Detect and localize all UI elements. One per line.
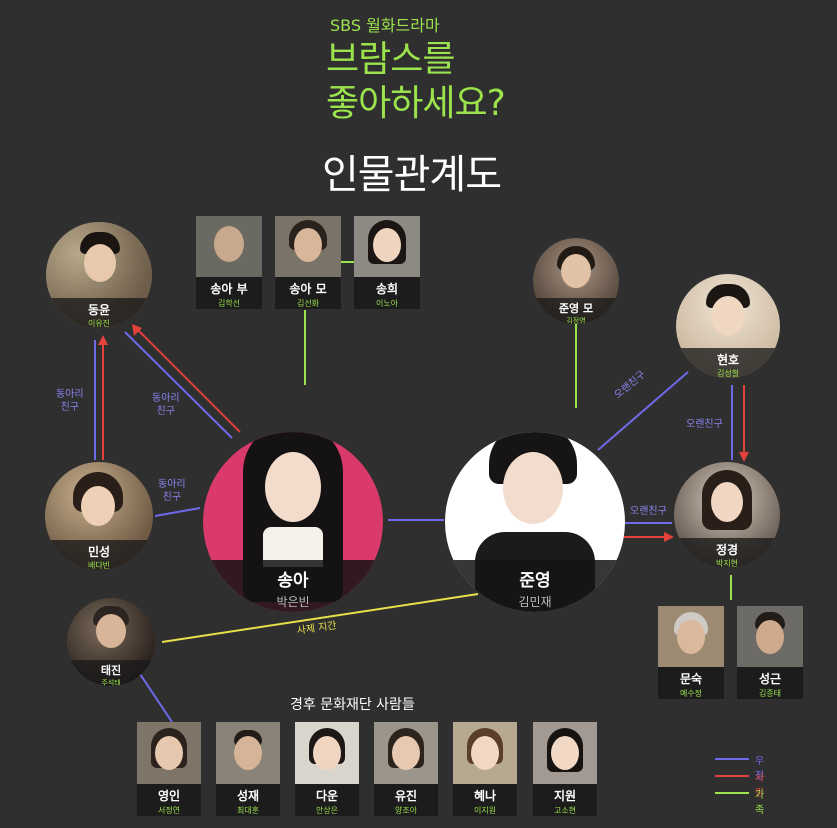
relation-label-old-friend: 오랜친구 xyxy=(630,506,667,517)
relation-label-club-friend: 동아리 친구 xyxy=(158,479,186,503)
actor-name: 주석태 xyxy=(101,679,121,686)
avatar xyxy=(96,614,126,648)
avatar xyxy=(294,228,322,262)
avatar xyxy=(214,226,244,262)
character-name: 송아 xyxy=(277,571,309,591)
avatar xyxy=(551,736,579,770)
avatar xyxy=(561,254,591,288)
mentor-line-taejin-junyoung xyxy=(161,593,479,643)
character-name: 지원 xyxy=(553,789,577,803)
avatar xyxy=(711,296,745,336)
character-name: 정경 xyxy=(715,543,739,557)
avatar xyxy=(471,736,499,770)
foundation-title: 경후 문화재단 사람들 xyxy=(290,697,415,713)
avatar xyxy=(265,452,321,522)
actor-name: 김성철 xyxy=(716,369,740,378)
character-hyunho[interactable]: 현호 김성철 xyxy=(676,274,780,378)
avatar xyxy=(155,736,183,770)
actor-name: 이지원 xyxy=(473,806,497,815)
character-songa-mom[interactable]: 송아 모 김선화 xyxy=(275,216,341,309)
avatar xyxy=(711,482,743,522)
character-name: 송아 부 xyxy=(210,282,248,296)
foundation-member[interactable]: 혜나 이지원 xyxy=(453,722,517,816)
relation-label-old-friend: 오랜친구 xyxy=(686,419,723,430)
character-jeonggyeong[interactable]: 정경 박지현 xyxy=(674,462,780,568)
character-name: 송희 xyxy=(375,282,399,296)
character-name: 준영 xyxy=(519,571,551,591)
drama-title: 브람스를 좋아하세요? xyxy=(326,39,506,124)
character-junyoung-mom[interactable]: 준영 모 김정영 xyxy=(533,238,619,324)
character-name: 다운 xyxy=(315,789,339,803)
actor-name: 최대훈 xyxy=(236,806,260,815)
character-songa[interactable]: 송아 박은빈 xyxy=(203,432,383,612)
character-munsuk[interactable]: 문숙 예수정 xyxy=(658,606,724,699)
friend-line-minseong-songa xyxy=(154,507,201,517)
relation-label-club-friend: 동아리 친구 xyxy=(152,393,180,417)
actor-name: 김학선 xyxy=(217,299,241,308)
character-junyoung[interactable]: 준영 김민재 xyxy=(445,432,625,612)
actor-name: 이노아 xyxy=(375,299,399,308)
actor-name: 김민재 xyxy=(518,595,552,609)
friend-line-junyoung-hyunho xyxy=(597,371,689,451)
character-name: 문숙 xyxy=(679,672,703,686)
character-minseong[interactable]: 민성 배다빈 xyxy=(45,462,153,570)
character-taejin[interactable]: 태진 주석태 xyxy=(67,598,155,686)
friend-line-dongyun-songa xyxy=(124,331,233,439)
actor-name: 서정연 xyxy=(157,806,181,815)
character-name: 혜나 xyxy=(473,789,497,803)
actor-name: 박은빈 xyxy=(276,595,310,609)
character-name: 영인 xyxy=(157,789,181,803)
avatar xyxy=(677,620,705,654)
avatar xyxy=(373,228,401,262)
character-name: 준영 모 xyxy=(558,302,594,315)
actor-name: 김종태 xyxy=(758,689,782,698)
relation-label-club-friend: 동아리 친구 xyxy=(56,389,84,413)
avatar xyxy=(234,736,262,770)
character-name: 동윤 xyxy=(87,303,111,317)
character-name: 유진 xyxy=(394,789,418,803)
avatar xyxy=(81,486,115,526)
foundation-member[interactable]: 지원 고소현 xyxy=(533,722,597,816)
page-title: 인물관계도 xyxy=(322,152,502,198)
foundation-member[interactable]: 다운 안상은 xyxy=(295,722,359,816)
character-songhee[interactable]: 송희 이노아 xyxy=(354,216,420,309)
actor-name: 안상은 xyxy=(315,806,339,815)
avatar xyxy=(313,736,341,770)
avatar xyxy=(503,452,563,524)
network-label: SBS 월화드라마 xyxy=(330,16,440,35)
actor-name: 고소현 xyxy=(553,806,577,815)
actor-name: 이유진 xyxy=(87,319,111,328)
actor-name: 양조아 xyxy=(394,806,418,815)
actor-name: 김정영 xyxy=(566,317,586,324)
foundation-member[interactable]: 영인 서정연 xyxy=(137,722,201,816)
character-seonggeun[interactable]: 성근 김종태 xyxy=(737,606,803,699)
love-line-songa-dongyun xyxy=(137,329,241,433)
actor-name: 김선화 xyxy=(296,299,320,308)
character-name: 성재 xyxy=(236,789,260,803)
avatar xyxy=(392,736,420,770)
actor-name: 박지현 xyxy=(715,559,739,568)
avatar xyxy=(756,620,784,654)
character-name: 송아 모 xyxy=(289,282,327,296)
avatar xyxy=(84,244,116,282)
actor-name: 배다빈 xyxy=(87,561,111,570)
character-name: 태진 xyxy=(100,664,122,677)
character-name: 현호 xyxy=(716,353,740,367)
foundation-member[interactable]: 성재 최대훈 xyxy=(216,722,280,816)
foundation-member[interactable]: 유진 양조아 xyxy=(374,722,438,816)
character-name: 성근 xyxy=(758,672,782,686)
character-dongyun[interactable]: 동윤 이유진 xyxy=(46,222,152,328)
character-name: 민성 xyxy=(87,545,111,559)
actor-name: 예수정 xyxy=(679,689,703,698)
character-songa-dad[interactable]: 송아 부 김학선 xyxy=(196,216,262,309)
